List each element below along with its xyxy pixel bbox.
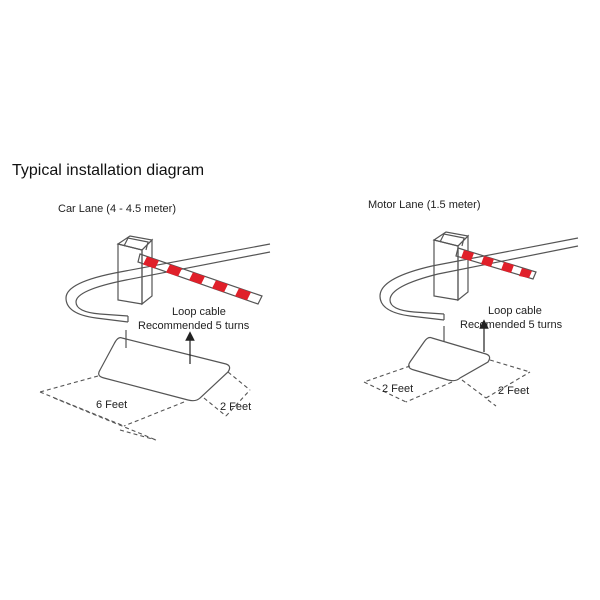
boom-stripe bbox=[501, 262, 514, 273]
boom-stripe bbox=[461, 250, 474, 261]
boom-stripe bbox=[481, 256, 494, 267]
car-lane-diagram: Car Lane (4 - 4.5 meter) bbox=[39, 203, 271, 441]
motor-lane-loop-cable-turns: Recomended 5 turns bbox=[460, 319, 563, 331]
motor-lane-ground-loop bbox=[408, 326, 491, 382]
motor-lane-island bbox=[379, 237, 579, 321]
car-lane-island bbox=[65, 243, 271, 323]
motor-lane-length-label: 2 Feet bbox=[382, 383, 413, 395]
car-lane-ground-loop bbox=[98, 330, 231, 402]
motor-lane-diagram: Motor Lane (1.5 meter) bbox=[363, 199, 579, 407]
car-lane-loop-cable-label: Loop cable bbox=[172, 306, 226, 318]
motor-lane-dimensions bbox=[363, 359, 531, 407]
car-lane-label: Car Lane (4 - 4.5 meter) bbox=[58, 203, 176, 215]
motor-lane-label: Motor Lane (1.5 meter) bbox=[368, 199, 481, 211]
car-lane-barrier-cabinet bbox=[116, 235, 154, 306]
boom-stripe bbox=[143, 256, 159, 269]
car-lane-boom-arm bbox=[137, 253, 263, 305]
motor-lane-width-label: 2 Feet bbox=[498, 385, 529, 397]
motor-lane-boom-arm bbox=[455, 247, 537, 280]
boom-stripe bbox=[189, 272, 205, 285]
motor-lane-loop-cable-label: Loop cable bbox=[488, 305, 542, 317]
boom-stripe bbox=[212, 280, 228, 293]
boom-stripe bbox=[519, 268, 532, 278]
boom-stripe bbox=[166, 264, 182, 277]
car-lane-length-label: 6 Feet bbox=[96, 399, 127, 411]
car-lane-dimensions bbox=[39, 371, 251, 441]
boom-stripe bbox=[235, 288, 251, 301]
motor-lane-barrier-cabinet bbox=[432, 231, 470, 302]
car-lane-width-label: 2 Feet bbox=[220, 401, 251, 413]
car-lane-loop-cable-turns: Recommended 5 turns bbox=[138, 320, 250, 332]
diagram-title: Typical installation diagram bbox=[12, 162, 205, 179]
